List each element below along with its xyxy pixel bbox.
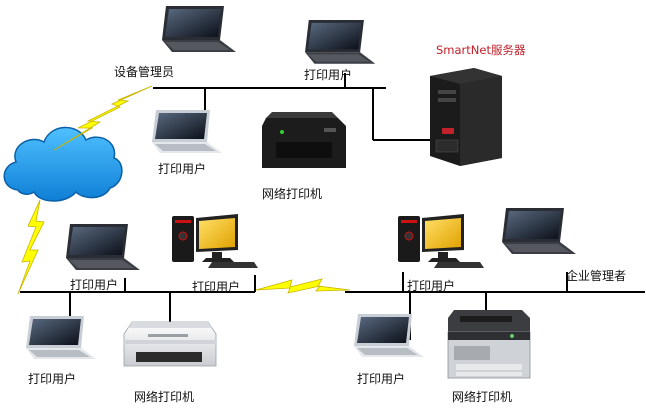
print-user-label: 打印用户 <box>304 68 353 82</box>
laptop-icon <box>26 316 96 359</box>
network-printer-label: 网络打印机 <box>452 390 513 404</box>
laptop-icon <box>66 224 140 270</box>
server-icon <box>430 68 502 166</box>
desktop-icon <box>397 213 485 269</box>
enterprise-admin-label: 企业管理者 <box>566 269 627 283</box>
print-user-label: 打印用户 <box>407 279 456 293</box>
print-user-label: 打印用户 <box>70 278 119 292</box>
print-user-label: 打印用户 <box>357 372 406 386</box>
admin-device-label: 设备管理员 <box>114 65 175 79</box>
printer-icon <box>262 112 346 168</box>
laptop-icon <box>152 110 222 153</box>
mfp-printer-icon <box>447 310 531 379</box>
network-printer-label: 网络打印机 <box>134 390 195 404</box>
lightning-icon <box>17 199 45 295</box>
laptop-icon <box>162 6 236 52</box>
print-user-label: 打印用户 <box>158 162 207 176</box>
laptop-icon <box>502 208 576 254</box>
laptop-icon <box>305 20 376 64</box>
cloud-icon <box>3 126 123 202</box>
desktop-icon <box>171 213 259 269</box>
lightning-icon <box>53 85 153 151</box>
print-user-label: 打印用户 <box>28 372 77 386</box>
lightning-icon <box>255 278 351 294</box>
network-printer-label: 网络打印机 <box>262 187 323 201</box>
print-user-label: 打印用户 <box>192 280 241 294</box>
laptop-icon <box>354 314 424 357</box>
printer-icon <box>123 321 217 367</box>
server-label: SmartNet服务器 <box>436 43 526 57</box>
